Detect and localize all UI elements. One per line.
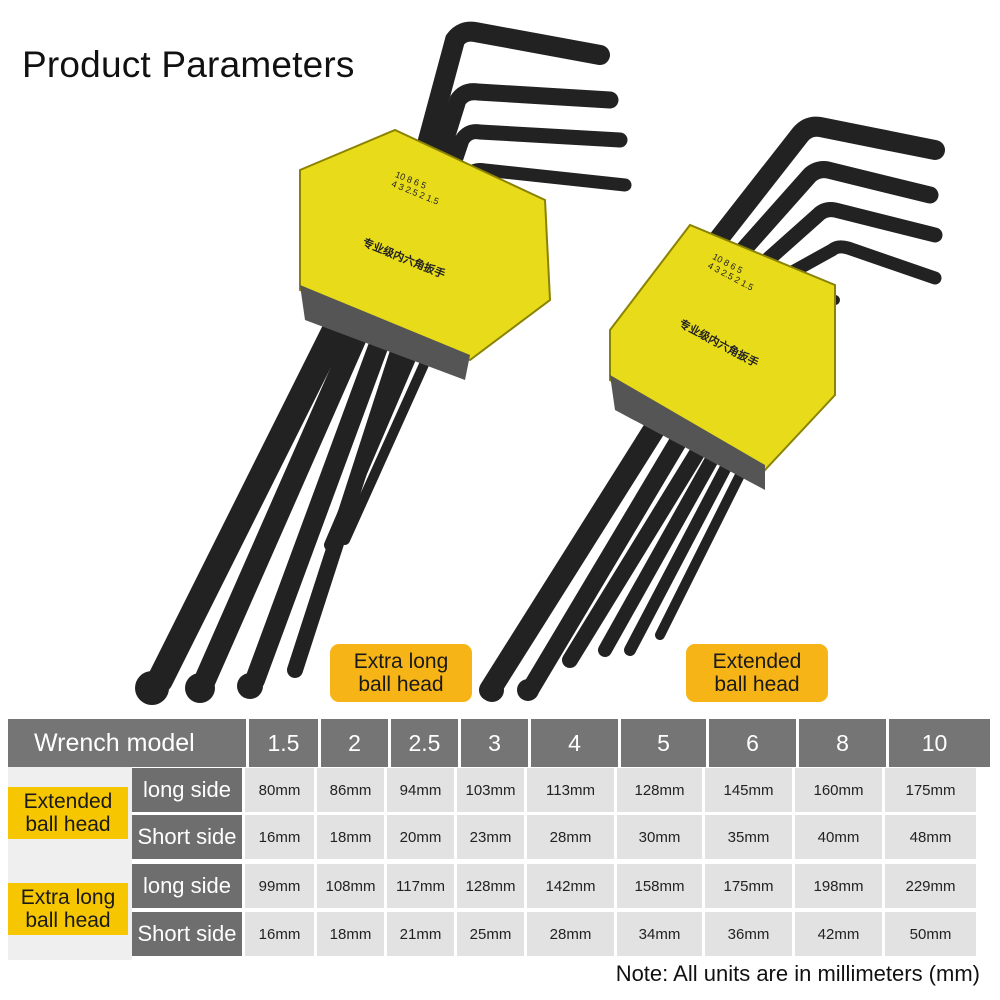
group-label-extended-line2: ball head bbox=[25, 813, 111, 836]
table-cell: 18mm bbox=[317, 815, 387, 859]
table-cell: 94mm bbox=[387, 768, 457, 812]
table-cell: 108mm bbox=[317, 864, 387, 908]
table-cell: 158mm bbox=[617, 864, 705, 908]
table-cell: 28mm bbox=[527, 912, 617, 956]
table-cell: 142mm bbox=[527, 864, 617, 908]
table-cell: 198mm bbox=[795, 864, 885, 908]
table-cell: 18mm bbox=[317, 912, 387, 956]
table-cell: 35mm bbox=[705, 815, 795, 859]
tag-extra-long: Extra long ball head bbox=[330, 644, 472, 702]
product-photo bbox=[135, 21, 945, 705]
header-model: 10 bbox=[921, 729, 948, 756]
group-label-extra-long-line1: Extra long bbox=[20, 886, 116, 909]
table-cell: 23mm bbox=[457, 815, 527, 859]
table-cell: 99mm bbox=[245, 864, 317, 908]
header-model: 4 bbox=[531, 719, 621, 767]
table-cell: 34mm bbox=[617, 912, 705, 956]
table-header: Wrench model 1.5 2 2.5 3 4 5 6 8 10 bbox=[8, 719, 990, 767]
table-cell: 128mm bbox=[457, 864, 527, 908]
table-cell: 20mm bbox=[387, 815, 457, 859]
table-cell: 36mm bbox=[705, 912, 795, 956]
table-cell: 80mm bbox=[245, 768, 317, 812]
table-cell: 145mm bbox=[705, 768, 795, 812]
table-cell: 50mm bbox=[885, 912, 976, 956]
table-cell: 160mm bbox=[795, 768, 885, 812]
table-cell: 117mm bbox=[387, 864, 457, 908]
table-cell: 128mm bbox=[617, 768, 705, 812]
tag-extended-line2: ball head bbox=[714, 673, 800, 696]
group-label-extra-long: Extra long ball head bbox=[8, 883, 128, 935]
table-cell: 28mm bbox=[527, 815, 617, 859]
table-cell: 175mm bbox=[885, 768, 976, 812]
table-row: Short side 16mm 18mm 21mm 25mm 28mm 34mm… bbox=[132, 912, 990, 956]
header-model: 2.5 bbox=[391, 719, 461, 767]
table-row: long side 99mm 108mm 117mm 128mm 142mm 1… bbox=[132, 864, 990, 908]
tag-extended-line1: Extended bbox=[712, 650, 802, 673]
table-cell: 175mm bbox=[705, 864, 795, 908]
page-title: Product Parameters bbox=[22, 44, 355, 85]
table-cell: 16mm bbox=[245, 815, 317, 859]
row-label: Short side bbox=[132, 815, 245, 859]
table-row: Short side 16mm 18mm 20mm 23mm 28mm 30mm… bbox=[132, 815, 990, 859]
table-cell: 229mm bbox=[885, 864, 976, 908]
table-cell: 86mm bbox=[317, 768, 387, 812]
header-model: 3 bbox=[461, 719, 531, 767]
tag-extended: Extended ball head bbox=[686, 644, 828, 702]
table-cell: 21mm bbox=[387, 912, 457, 956]
table-cell: 42mm bbox=[795, 912, 885, 956]
table-cell: 30mm bbox=[617, 815, 705, 859]
table-cell: 40mm bbox=[795, 815, 885, 859]
table-cell: 25mm bbox=[457, 912, 527, 956]
table-cell: 48mm bbox=[885, 815, 976, 859]
table-row: long side 80mm 86mm 94mm 103mm 113mm 128… bbox=[132, 768, 990, 812]
row-label: long side bbox=[132, 864, 245, 908]
tag-extra-long-line1: Extra long bbox=[353, 650, 449, 673]
table-cell: 16mm bbox=[245, 912, 317, 956]
header-wrench-model: Wrench model bbox=[8, 719, 249, 767]
group-label-extended-line1: Extended bbox=[23, 790, 113, 813]
row-label: long side bbox=[132, 768, 245, 812]
header-model: 2 bbox=[321, 719, 391, 767]
units-note: Note: All units are in millimeters (mm) bbox=[615, 961, 980, 986]
header-model: 5 bbox=[621, 719, 709, 767]
group-label-extended: Extended ball head bbox=[8, 787, 128, 839]
tag-extra-long-line2: ball head bbox=[358, 673, 444, 696]
group-label-extra-long-line2: ball head bbox=[25, 909, 111, 932]
row-label: Short side bbox=[132, 912, 245, 956]
table-cell: 103mm bbox=[457, 768, 527, 812]
header-model: 6 bbox=[709, 719, 799, 767]
table-cell: 113mm bbox=[527, 768, 617, 812]
header-model: 8 bbox=[799, 719, 889, 767]
header-model: 1.5 bbox=[249, 719, 321, 767]
